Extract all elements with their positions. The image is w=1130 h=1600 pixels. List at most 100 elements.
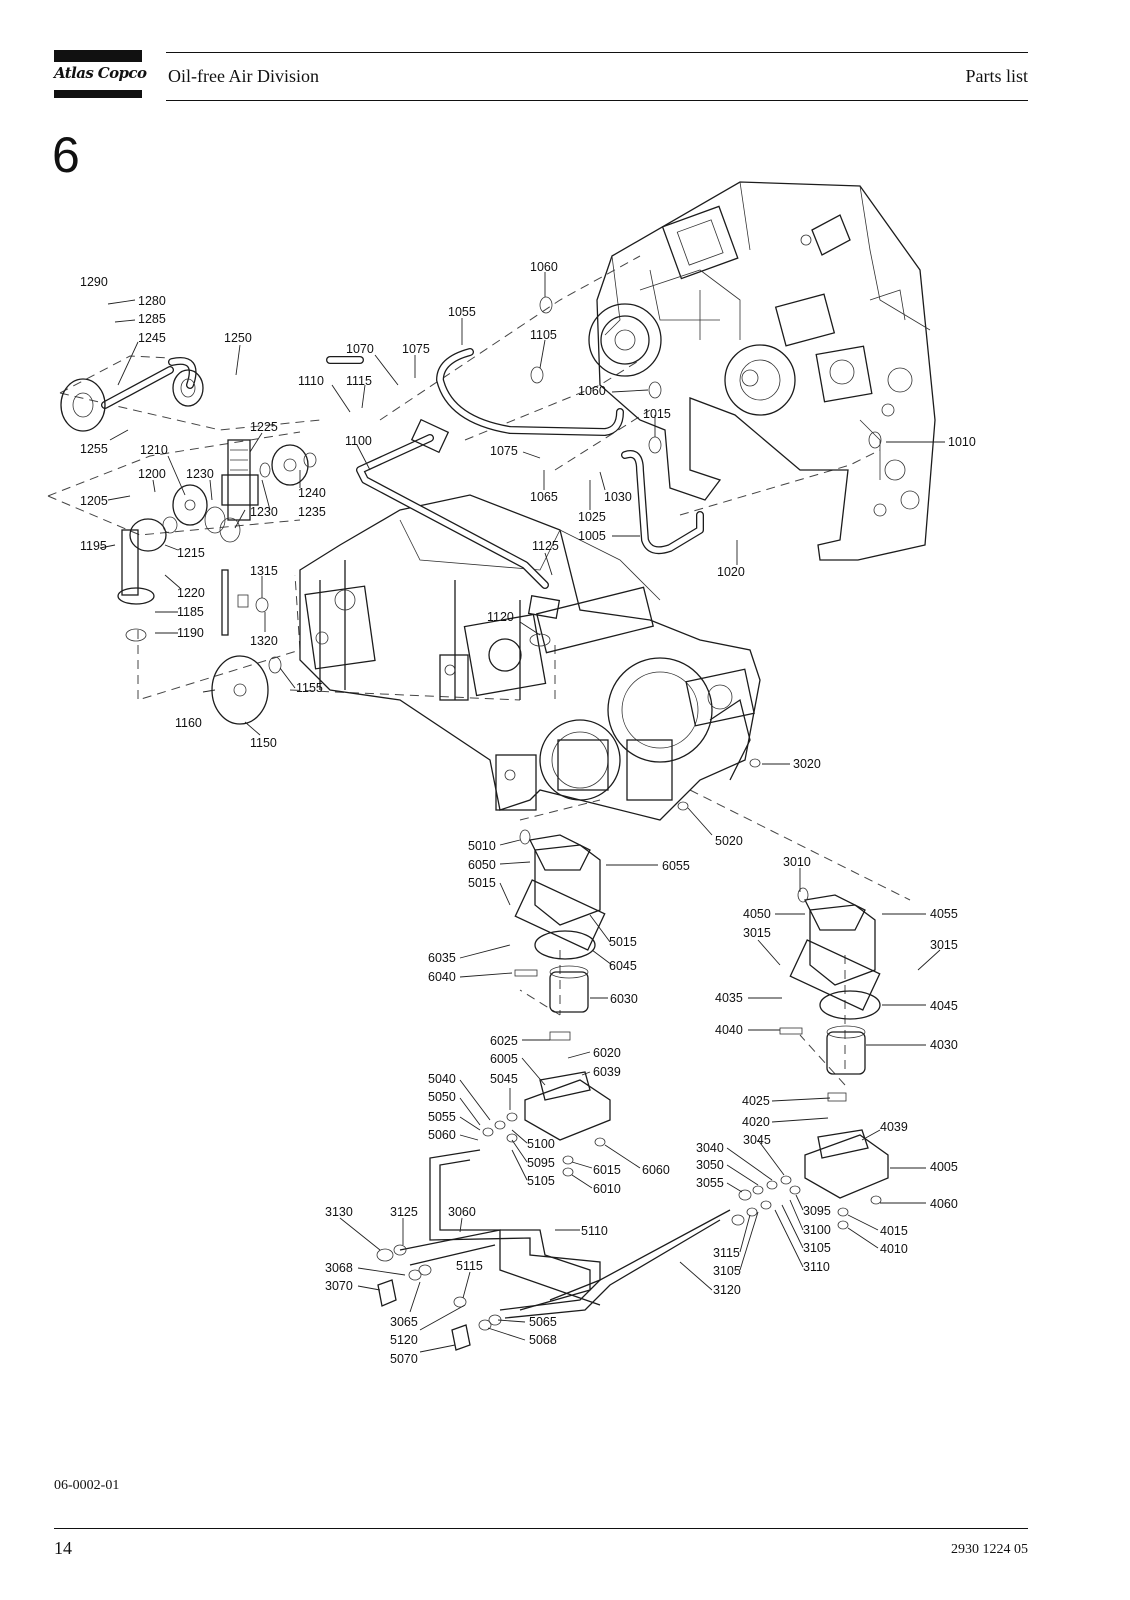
callout-label: 6039 (593, 1065, 621, 1079)
callout-label: 4045 (930, 999, 958, 1013)
callout-label: 5095 (527, 1156, 555, 1170)
callout-label: 5010 (468, 839, 496, 853)
callout-label: 1280 (138, 294, 166, 308)
callout-label: 5105 (527, 1174, 555, 1188)
callout-label: 3015 (743, 926, 771, 940)
callout-label: 6020 (593, 1046, 621, 1060)
callout-label: 3045 (743, 1133, 771, 1147)
callout-leader-lines (99, 272, 945, 1353)
page-number: 14 (54, 1538, 72, 1558)
callout-labels: 1290 1280 1285 1245 1250 1255 1060 1055 … (80, 260, 976, 1366)
callout-label: 3100 (803, 1223, 831, 1237)
callout-label: 3095 (803, 1204, 831, 1218)
callout-label: 1120 (487, 610, 514, 624)
callout-label: 1100 (345, 434, 372, 448)
callout-label: 5040 (428, 1072, 456, 1086)
callout-label: 5045 (490, 1072, 518, 1086)
callout-label: 1250 (224, 331, 252, 345)
callout-label: 1320 (250, 634, 278, 648)
callout-label: 1290 (80, 275, 108, 289)
callout-label: 5055 (428, 1110, 456, 1124)
callout-label: 1255 (80, 442, 108, 456)
callout-label: 6015 (593, 1163, 621, 1177)
callout-label: 6030 (610, 992, 638, 1006)
callout-label: 3040 (696, 1141, 724, 1155)
callout-label: 4005 (930, 1160, 958, 1174)
callout-label: 1285 (138, 312, 166, 326)
logo-bar-top (54, 50, 142, 62)
callout-label: 3015 (930, 938, 958, 952)
callout-label: 1020 (717, 565, 745, 579)
callout-label: 1070 (346, 342, 374, 356)
callout-label: 6050 (468, 858, 496, 872)
callout-label: 6060 (642, 1163, 670, 1177)
callout-label: 3130 (325, 1205, 353, 1219)
callout-label: 5070 (390, 1352, 418, 1366)
callout-label: 1015 (643, 407, 671, 421)
callout-label: 3020 (793, 757, 821, 771)
logo-wordmark: Atlas Copco (54, 64, 147, 82)
callout-label: 5050 (428, 1090, 456, 1104)
header-rule-bottom (166, 100, 1028, 101)
callout-label: 4010 (880, 1242, 908, 1256)
callout-label: 3010 (783, 855, 811, 869)
callout-label: 1205 (80, 494, 108, 508)
callout-label: 6035 (428, 951, 456, 965)
callout-label: 1150 (250, 736, 277, 750)
callout-label: 6025 (490, 1034, 518, 1048)
callout-label: 5100 (527, 1137, 555, 1151)
callout-label: 5015 (468, 876, 496, 890)
callout-label: 1160 (175, 716, 202, 730)
pipework (101, 348, 704, 589)
callout-label: 1125 (532, 539, 559, 553)
callout-label: 3070 (325, 1279, 353, 1293)
callout-label: 1215 (177, 546, 205, 560)
callout-label: 1220 (177, 586, 205, 600)
callout-label: 1115 (346, 374, 372, 388)
assembly-guide-lines (47, 255, 911, 1086)
callout-label: 3050 (696, 1158, 724, 1172)
callout-label: 1230 (250, 505, 278, 519)
callout-label: 1195 (80, 539, 107, 553)
callout-label: 5068 (529, 1333, 557, 1347)
callout-label: 1110 (298, 374, 324, 388)
document-number: 2930 1224 05 (951, 1542, 1028, 1557)
callout-label: 3115 (713, 1246, 740, 1260)
compressor-housing (588, 181, 936, 561)
callout-label: 4039 (880, 1120, 908, 1134)
header-rule-top (166, 52, 1028, 53)
callout-label: 4030 (930, 1038, 958, 1052)
callout-label: 1075 (402, 342, 430, 356)
callout-label: 3105 (803, 1241, 831, 1255)
callout-label: 5060 (428, 1128, 456, 1142)
callout-label: 4050 (743, 907, 771, 921)
drain-tubing (376, 758, 882, 1351)
callout-label: 3110 (803, 1260, 830, 1274)
section-title: Parts list (965, 66, 1028, 86)
callout-label: 4060 (930, 1197, 958, 1211)
callout-label: 1185 (177, 605, 204, 619)
callout-label: 4040 (715, 1023, 743, 1037)
callout-label: 5110 (581, 1224, 608, 1238)
callout-label: 1075 (490, 444, 518, 458)
callout-label: 6045 (609, 959, 637, 973)
callout-label: 4025 (742, 1094, 770, 1108)
callout-label: 1240 (298, 486, 326, 500)
callout-label: 5115 (456, 1259, 483, 1273)
callout-label: 1030 (604, 490, 632, 504)
callout-label: 1005 (578, 529, 606, 543)
callout-label: 1055 (448, 305, 476, 319)
callout-label: 1315 (250, 564, 278, 578)
callout-label: 1210 (140, 443, 168, 457)
callout-label: 1105 (530, 328, 557, 342)
section-number: 6 (52, 127, 80, 183)
callout-label: 1060 (530, 260, 558, 274)
filter-assemblies (514, 829, 889, 1199)
logo-bar-bottom (54, 90, 142, 98)
callout-label: 3105 (713, 1264, 741, 1278)
callout-label: 5020 (715, 834, 743, 848)
callout-label: 3120 (713, 1283, 741, 1297)
callout-label: 4020 (742, 1115, 770, 1129)
callout-label: 1200 (138, 467, 166, 481)
